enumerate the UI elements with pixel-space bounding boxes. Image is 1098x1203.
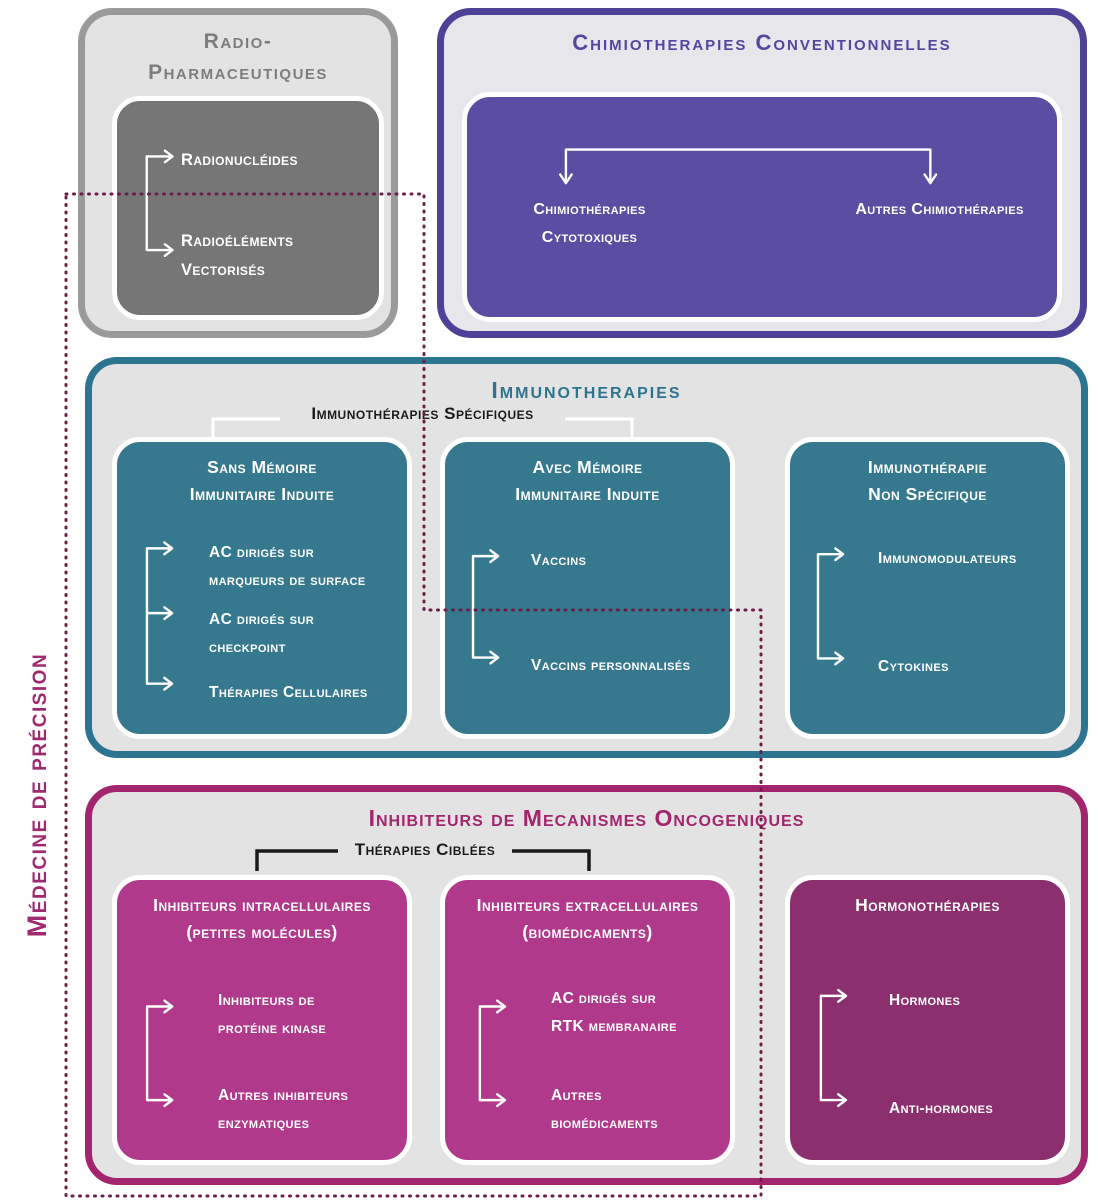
item-radioelements-vectorises: Radioéléments Vectorisés — [181, 232, 294, 279]
item-vaccins-personnalises: Vaccins personnalisés — [531, 657, 691, 674]
item-cytokines: Cytokines — [878, 658, 949, 675]
box-avec-memoire: Avec Mémoire Immunitaire Induite Vaccins… — [440, 437, 735, 739]
item-immunomodulateurs: Immunomodulateurs — [878, 550, 1017, 567]
item-ac-checkpoint: AC dirigés sur checkpoint — [209, 611, 315, 656]
item-autres-biomedicaments: Autres biomédicaments — [551, 1087, 659, 1132]
item-ac-rtk-membranaire: AC dirigés sur RTK membranaire — [551, 990, 677, 1035]
box-title-immunotherapie-non-specifique: Immunothérapie Non Spécifique — [867, 457, 988, 504]
section-title-radiopharmaceutiques: Radio- Pharmaceutiques — [148, 30, 328, 84]
item-autres-chimiotherapies: Autres Chimiothérapies — [855, 201, 1024, 218]
item-therapies-cellulaires: Thérapies Cellulaires — [209, 684, 368, 701]
item-inhibiteurs-proteine-kinase: Inhibiteurs de protéine kinase — [218, 992, 327, 1037]
item-hormones: Hormones — [889, 992, 961, 1009]
label-therapies-ciblees: Thérapies Ciblées — [354, 840, 496, 859]
box-title-sans-memoire: Sans Mémoire Immunitaire Induite — [189, 457, 335, 504]
box-title-inhibiteurs-intracellulaires: Inhibiteurs intracellulaires (petites mo… — [153, 895, 371, 942]
box-title-inhibiteurs-extracellulaires: Inhibiteurs extracellulaires (biomédicam… — [476, 895, 699, 942]
label-immunotherapies-specifiques: Immunothérapies Spécifiques — [311, 404, 534, 423]
section-title-inhibiteurs-oncogeniques: Inhibiteurs de Mecanismes Oncogeniques — [368, 805, 805, 831]
item-radionucleides: Radionucléides — [181, 151, 298, 169]
item-ac-marqueurs-surface: AC dirigés sur marqueurs de surface — [209, 544, 366, 589]
item-chimiotherapies-cytotoxiques: Chimiothérapies Cytotoxiques — [533, 201, 646, 246]
box-immunotherapie-non-specifique: Immunothérapie Non Spécifique Immunomodu… — [785, 437, 1070, 739]
box-title-avec-memoire: Avec Mémoire Immunitaire Induite — [515, 457, 660, 504]
section-title-chimiotherapies: Chimiotherapies Conventionnelles — [572, 30, 952, 55]
box-inhibiteurs-extracellulaires: Inhibiteurs extracellulaires (biomédicam… — [440, 875, 735, 1165]
item-autres-inhibiteurs-enzymatiques: Autres inhibiteurs enzymatiques — [218, 1087, 349, 1132]
box-sans-memoire: Sans Mémoire Immunitaire Induite AC diri… — [112, 437, 412, 739]
item-vaccins: Vaccins — [531, 552, 587, 569]
box-title-hormonotherapies: Hormonothérapies — [855, 895, 1000, 915]
axis-label-medecine-de-precision: Médecine de précision — [22, 652, 52, 938]
box-hormonotherapies: Hormonothérapies Hormones Anti-hormones — [785, 875, 1070, 1165]
section-title-immunotherapies: Immunotherapies — [491, 377, 682, 403]
box-chimiotherapies-list: Chimiothérapies Cytotoxiques Autres Chim… — [462, 92, 1062, 322]
box-inhibiteurs-intracellulaires: Inhibiteurs intracellulaires (petites mo… — [112, 875, 412, 1165]
box-radiopharmaceutiques-list: Radionucléides Radioéléments Vectorisés — [112, 96, 384, 320]
item-anti-hormones: Anti-hormones — [889, 1100, 994, 1117]
